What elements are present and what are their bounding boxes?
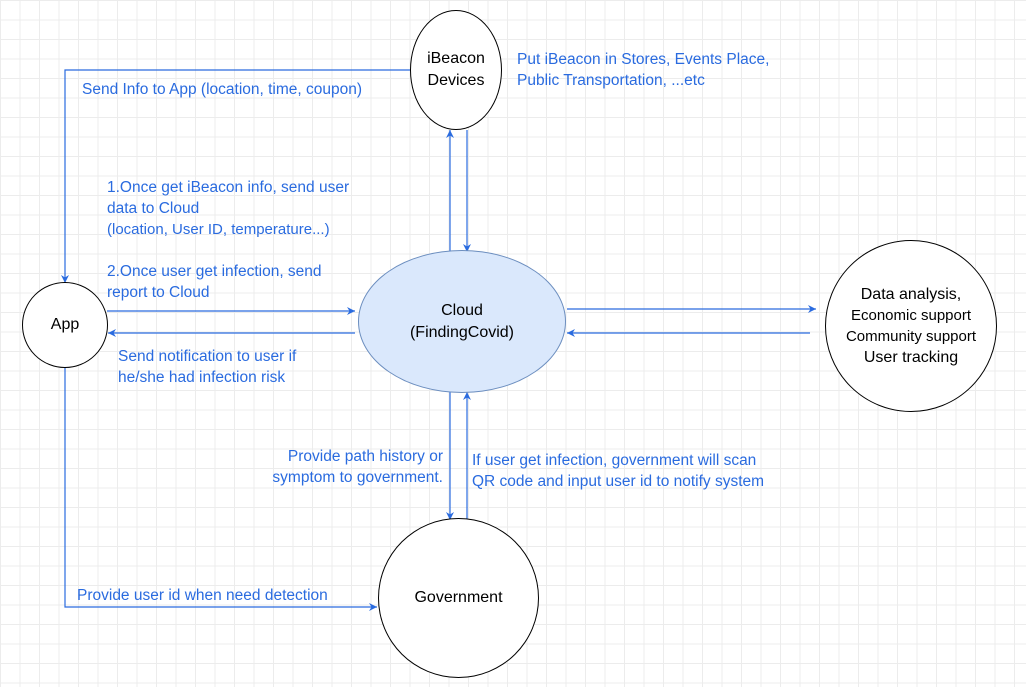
label-send-notification: Send notification to user if he/she had … [118, 348, 297, 386]
label-government-scan: If user get infection, government will s… [472, 452, 765, 490]
cloud-node: Cloud (FindingCovid) [358, 250, 566, 393]
label-put-ibeacon: Put iBeacon in Stores, Events Place, Pub… [517, 51, 770, 89]
analysis-line-1: Data analysis, [860, 286, 962, 303]
analysis-line-3: User tracking [863, 349, 959, 366]
label-provide-userid: Provide user id when need detection [77, 587, 328, 604]
data-analysis-node: Data analysis, Economic support Communit… [825, 240, 997, 412]
label-once-infection: 2.Once user get infection, send report t… [107, 263, 322, 301]
app-node: App [22, 282, 108, 368]
label-send-info: Send Info to App (location, time, coupon… [82, 81, 363, 98]
government-node: Government [378, 518, 539, 678]
arrow-app-to-government [64, 360, 377, 611]
ibeacon-devices-node: iBeacon Devices [410, 10, 502, 130]
analysis-line-2: Economic support Community support [845, 307, 977, 345]
label-provide-path: Provide path history or symptom to gover… [272, 448, 443, 486]
label-once-ibeacon-detail: (location, User ID, temperature...) [107, 221, 330, 238]
arrow-ibeacon-to-app [61, 69, 420, 283]
label-once-ibeacon: 1.Once get iBeacon info, send user data … [107, 179, 350, 217]
